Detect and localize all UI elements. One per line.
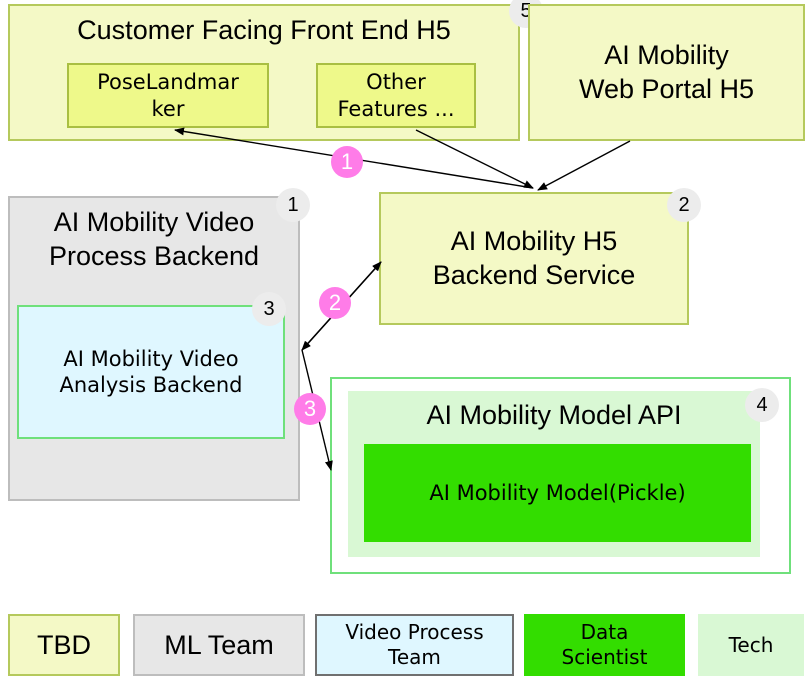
front-end-title: Customer Facing Front End H5 — [77, 15, 451, 45]
h5-backend-number-badge: 2 — [667, 188, 701, 222]
video-backend-number-badge: 1 — [276, 188, 310, 222]
step-marker-3: 3 — [294, 393, 326, 425]
poselandmarker-box: PoseLandmar ker — [67, 63, 269, 128]
video-process-backend-title: AI Mobility Video Process Backend — [48, 207, 260, 271]
step-marker-1: 1 — [331, 146, 363, 178]
model-pickle-box: AI Mobility Model(Pickle) — [364, 444, 751, 542]
model-api-title: AI Mobility Model API — [426, 400, 682, 430]
legend-video-process-team: Video Process Team — [315, 614, 514, 676]
analysis-backend-number-badge: 3 — [252, 292, 286, 326]
other-features-box: Other Features ... — [316, 63, 476, 128]
arrow-web-portal-to-backend — [537, 140, 631, 191]
web-portal-box: AI Mobility Web Portal H5 — [528, 4, 805, 141]
legend-tech: Tech — [698, 614, 804, 676]
step-marker-2: 2 — [319, 287, 351, 319]
video-analysis-backend-box: AI Mobility Video Analysis Backend — [17, 305, 285, 439]
legend-data-scientist: Data Scientist — [524, 614, 685, 676]
legend-ml-team: ML Team — [133, 614, 305, 676]
legend-tbd: TBD — [8, 614, 120, 676]
model-outer-number-badge: 4 — [745, 388, 779, 422]
h5-backend-box: AI Mobility H5 Backend Service — [379, 192, 689, 325]
